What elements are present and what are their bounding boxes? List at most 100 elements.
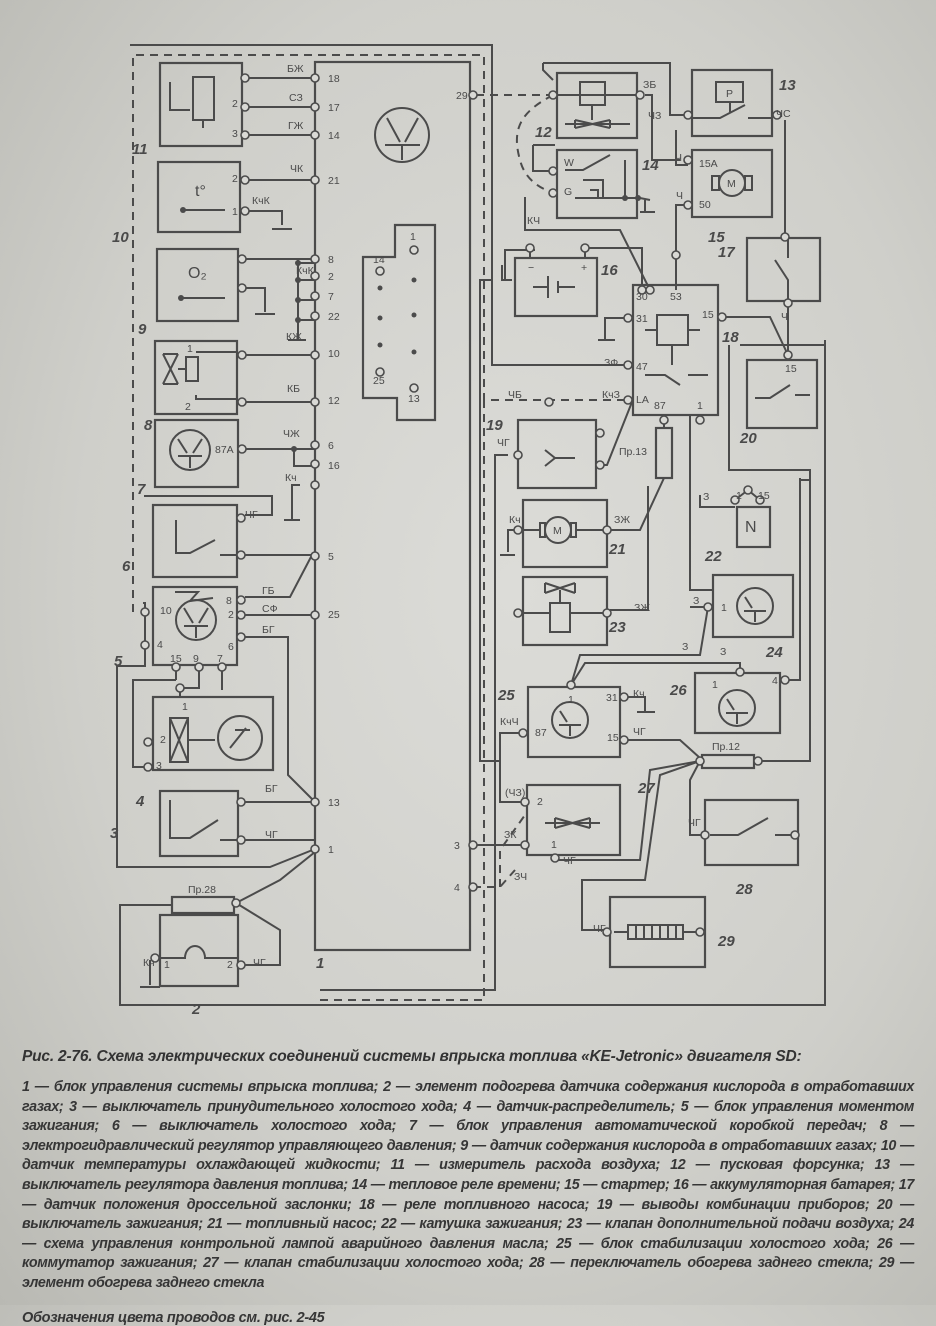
component-number: 28: [735, 881, 753, 898]
terminal-pin: [310, 797, 320, 807]
terminal-label: 3: [232, 128, 238, 140]
fuel-pump-relay-18: [631, 283, 720, 417]
legend-text: блок управления автоматической коробкой …: [456, 1118, 863, 1135]
terminal-label: 2: [232, 173, 238, 185]
legend-text: переключатель обогрева заднего стекла: [570, 1255, 869, 1272]
terminal-label: 22: [328, 311, 340, 323]
legend-item: 15 — стартер;: [564, 1176, 674, 1193]
terminal-pin: [310, 254, 320, 264]
component-number: 7: [137, 481, 146, 498]
legend-text: блок стабилизации холостого хода: [600, 1235, 866, 1252]
terminal-label: 31: [606, 692, 618, 704]
terminal-label: 3: [156, 760, 162, 772]
frame-wire: [130, 44, 628, 366]
component-number: 14: [642, 157, 659, 174]
dashed-shield: [473, 869, 516, 888]
rear-window-switch-28: [703, 798, 800, 867]
wire-color-code: ЧГ: [633, 726, 646, 738]
terminal-pin: [240, 73, 250, 83]
legend-text: реле топливного насоса: [403, 1196, 585, 1213]
terminal-pin: [237, 254, 247, 264]
ecu-connector: [361, 223, 437, 422]
legend-number: 6: [111, 1118, 120, 1135]
wire-color-code: КчЗ: [602, 389, 620, 401]
terminal-label: 2: [227, 959, 233, 971]
terminal-pin: [783, 350, 793, 360]
legend-item: 18 — реле топливного насоса;: [359, 1196, 597, 1213]
caption-title: Рис. 2-76. Схема электрических соединени…: [22, 1048, 802, 1065]
terminal-pin: [595, 428, 605, 438]
component-number: 20: [739, 430, 757, 447]
terminal-label: 13: [408, 393, 420, 405]
connector-dots: [291, 245, 419, 452]
terminal-label: 15: [607, 732, 619, 744]
wire-color-code: ЧЖ: [283, 428, 300, 440]
wire-color-code: ЧГ: [593, 923, 606, 935]
component-number: 13: [779, 77, 796, 94]
legend-item: 3 — выключатель принудительного холостог…: [69, 1098, 464, 1115]
terminal-label: t°: [195, 183, 206, 200]
component-number: 1: [316, 955, 324, 972]
terminal-label: G: [564, 186, 572, 198]
terminal-pin: [623, 313, 633, 323]
transmission-control-unit-7: [153, 418, 240, 489]
terminal-label: N: [745, 519, 757, 536]
legend-number: 5: [680, 1098, 689, 1115]
terminal-pin: [240, 130, 250, 140]
terminal-pin: [645, 285, 655, 295]
terminal-label: 2: [328, 271, 334, 283]
legend-item: 25 — блок стабилизации холостого хода;: [556, 1235, 878, 1252]
legend-text: выводы комбинации приборов: [641, 1196, 866, 1213]
wire-color-code: ЧГ: [253, 957, 266, 969]
wire-color-code: СФ: [262, 603, 278, 615]
fuel-pump-21: [521, 498, 609, 569]
pressure-regulator-8: [153, 339, 239, 416]
terminal-label: 1: [721, 602, 727, 614]
component-number: 25: [497, 687, 515, 704]
wire-color-code: ЗФ: [604, 357, 618, 369]
dashed-shield: [320, 400, 485, 1001]
component-number: 18: [722, 329, 739, 346]
terminal-pin: [743, 485, 753, 495]
terminal-pin: [310, 175, 320, 185]
legend-item: 8 — электрогидравлический регулятор упра…: [22, 1118, 914, 1154]
terminal-pin: [525, 243, 535, 253]
wire-color-code: ЧК: [290, 163, 304, 175]
terminal-pin: [753, 756, 763, 766]
legend-number: 8: [879, 1118, 888, 1135]
wire-color-code: З: [693, 595, 699, 607]
terminal-pin: [548, 188, 558, 198]
wire-color-code: СЗ: [289, 92, 303, 104]
terminal-pin: [240, 102, 250, 112]
legend-number: 11: [390, 1157, 405, 1174]
idle-valve-27: [525, 783, 622, 857]
legend-number: 28: [529, 1255, 545, 1272]
wire-color-code: КЖ: [286, 331, 302, 343]
terminal-label: 50: [699, 199, 711, 211]
terminal-label: 15: [702, 309, 714, 321]
terminal-pin: [695, 756, 705, 766]
wire-color-code: Пр.13: [619, 446, 647, 458]
legend-text: измеритель расхода воздуха: [439, 1157, 656, 1174]
terminal-pin: [783, 298, 793, 308]
terminal-pin: [310, 291, 320, 301]
terminal-pin: [310, 350, 320, 360]
legend-number: 25: [556, 1235, 572, 1252]
component-number: 9: [138, 321, 147, 338]
terminal-label: 1: [697, 400, 703, 412]
fuse-13: [654, 426, 674, 480]
legend-number: 12: [670, 1157, 686, 1174]
terminal-label: M: [727, 178, 736, 190]
terminal-label: 1: [712, 679, 718, 691]
terminal-pin: [240, 175, 250, 185]
legend-text: схема управления контрольной лампой авар…: [43, 1235, 545, 1252]
wire-color-code: Кч: [285, 472, 297, 484]
legend-text: выключатель холостого хода: [159, 1118, 392, 1135]
terminal-label: 5: [328, 551, 334, 563]
battery-16: [513, 256, 599, 318]
component-number: 12: [535, 124, 552, 141]
component-number: 26: [669, 682, 687, 699]
component-number: 2: [191, 1001, 201, 1018]
terminal-label: 25: [328, 609, 340, 621]
